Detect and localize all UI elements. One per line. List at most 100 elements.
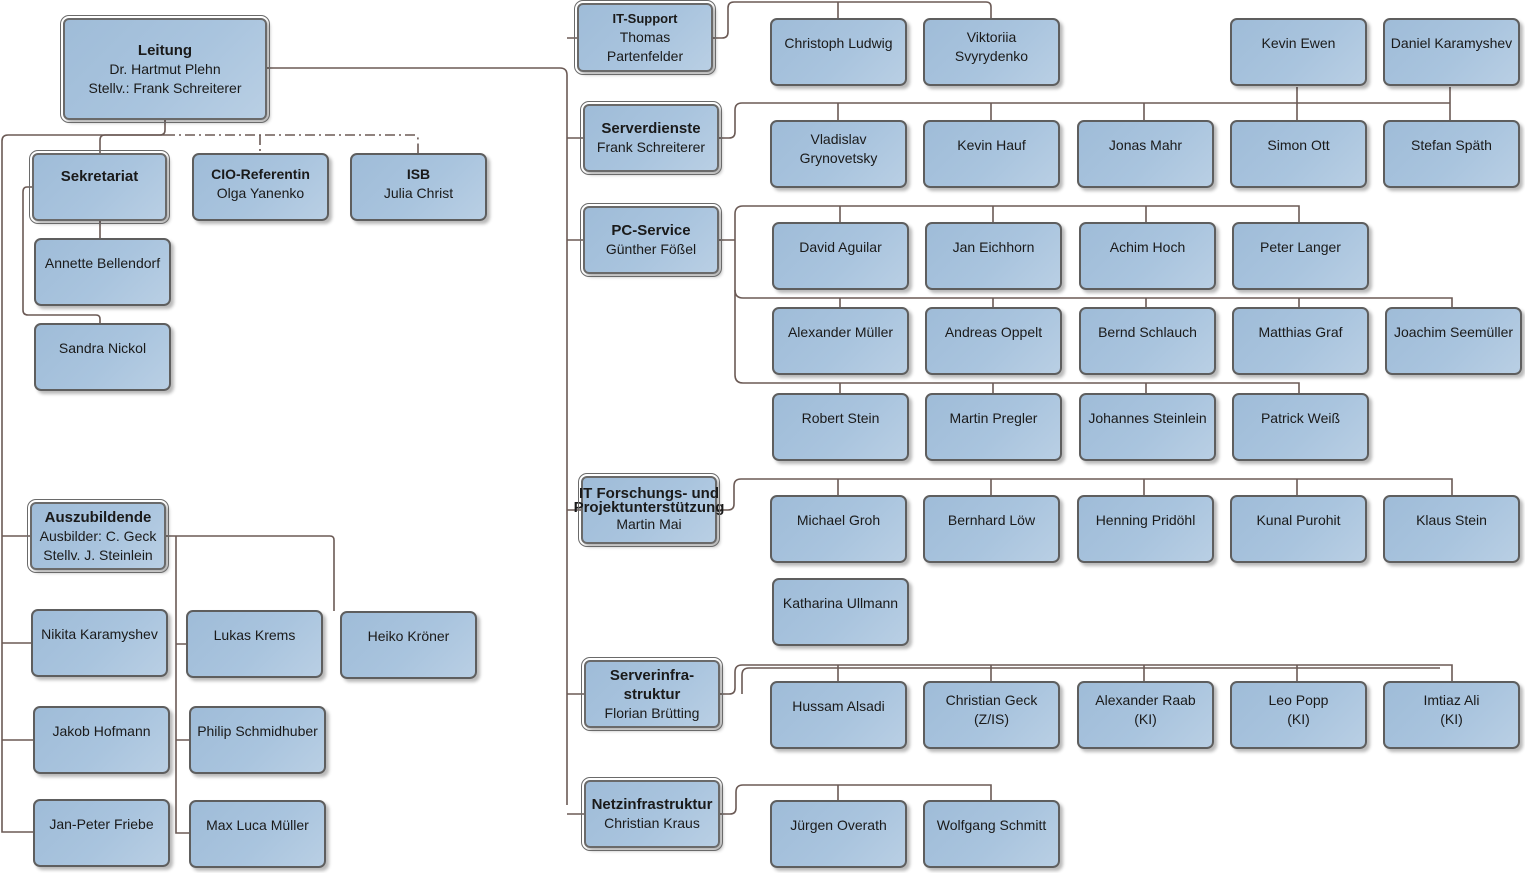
unit-person: Martin Mai xyxy=(616,515,682,532)
staff-box[interactable]: Simon Ott xyxy=(1230,120,1367,188)
staff-name: Matthias Graf xyxy=(1258,324,1343,340)
staff-name: Philip Schmidhuber xyxy=(197,723,318,739)
staff-name: Jan Eichhorn xyxy=(952,239,1035,255)
staff-box[interactable]: Jan-Peter Friebe xyxy=(33,799,170,867)
staff-box[interactable]: Wolfgang Schmitt xyxy=(923,800,1060,868)
staff-name: Bernhard Löw xyxy=(947,512,1036,528)
staff-box[interactable]: Heiko Kröner xyxy=(340,611,477,679)
staff-name: Leo Popp(KI) xyxy=(1268,692,1329,727)
unit-title: Leitung xyxy=(137,41,193,59)
staff-box[interactable]: Annette Bellendorf xyxy=(34,238,171,306)
staff-name: Peter Langer xyxy=(1260,239,1341,255)
staff-name: Martin Pregler xyxy=(949,410,1038,426)
staff-name: Klaus Stein xyxy=(1416,512,1487,528)
staff-box[interactable]: Jürgen Overath xyxy=(770,800,907,868)
staff-box[interactable]: Patrick Weiß xyxy=(1232,393,1369,461)
staff-box[interactable]: Lukas Krems xyxy=(186,610,323,678)
staff-box[interactable]: Nikita Karamyshev xyxy=(31,609,168,677)
staff-name: Simon Ott xyxy=(1267,137,1330,153)
unit-person: Olga Yanenko xyxy=(216,185,305,201)
staff-name: Max Luca Müller xyxy=(206,817,309,833)
staff-box[interactable]: Joachim Seemüller xyxy=(1385,307,1522,375)
staff-box[interactable]: Daniel Karamyshev xyxy=(1383,18,1520,86)
staff-box[interactable]: Johannes Steinlein xyxy=(1079,393,1216,461)
staff-name: Sandra Nickol xyxy=(58,340,147,356)
staff-name: Nikita Karamyshev xyxy=(41,626,158,642)
staff-box[interactable]: Alexander Raab(KI) xyxy=(1077,681,1214,749)
unit-title: PC-Service xyxy=(611,222,691,239)
staff-name: Michael Groh xyxy=(796,512,881,528)
staff-name: Andreas Oppelt xyxy=(944,324,1043,340)
staff-box[interactable]: Bernhard Löw xyxy=(923,495,1060,563)
staff-name: Heiko Kröner xyxy=(367,628,450,644)
staff-box[interactable]: Martin Pregler xyxy=(925,393,1062,461)
staff-box[interactable]: Philip Schmidhuber xyxy=(189,706,326,774)
staff-box[interactable]: Michael Groh xyxy=(770,495,907,563)
staff-name: Stefan Späth xyxy=(1411,137,1492,153)
staff-box[interactable]: Leo Popp(KI) xyxy=(1230,681,1367,749)
staff-box[interactable]: Imtiaz Ali(KI) xyxy=(1383,681,1520,749)
staff-name: Jan-Peter Friebe xyxy=(49,816,154,832)
staff-box[interactable]: Kevin Hauf xyxy=(923,120,1060,188)
staff-box[interactable]: Achim Hoch xyxy=(1079,222,1216,290)
staff-name: Katharina Ullmann xyxy=(782,595,899,611)
staff-box[interactable]: Hussam Alsadi xyxy=(770,681,907,749)
staff-box[interactable]: Andreas Oppelt xyxy=(925,307,1062,375)
staff-box[interactable]: Jonas Mahr xyxy=(1077,120,1214,188)
staff-box[interactable]: Kunal Purohit xyxy=(1230,495,1367,563)
staff-box[interactable]: Katharina Ullmann xyxy=(772,578,909,646)
staff-name: Bernd Schlauch xyxy=(1098,324,1197,340)
staff-box[interactable]: Kevin Ewen xyxy=(1230,18,1367,86)
staff-name: Kevin Ewen xyxy=(1261,35,1336,51)
unit-title: CIO-Referentin xyxy=(211,166,310,182)
unit-title: Serverinfra-struktur xyxy=(609,666,695,703)
unit-sekretariat[interactable]: Sekretariat xyxy=(29,150,170,224)
staff-name: Jakob Hofmann xyxy=(52,723,151,739)
unit-title: Netzinfrastruktur xyxy=(591,796,713,813)
staff-box[interactable]: Alexander Müller xyxy=(772,307,909,375)
staff-name: Kunal Purohit xyxy=(1256,512,1341,528)
unit-person: Ausbilder: C. Geck xyxy=(39,527,157,544)
staff-box[interactable]: Max Luca Müller xyxy=(189,800,326,868)
staff-box[interactable]: Henning Pridöhl xyxy=(1077,495,1214,563)
staff-box[interactable]: Jan Eichhorn xyxy=(925,222,1062,290)
unit-title: IT-Support xyxy=(612,11,678,26)
unit-person: Stellv.: Frank Schreiterer xyxy=(88,79,242,96)
staff-box[interactable]: Robert Stein xyxy=(772,393,909,461)
staff-box[interactable]: Klaus Stein xyxy=(1383,495,1520,563)
staff-name: Jürgen Overath xyxy=(790,817,887,833)
staff-box[interactable]: Sandra Nickol xyxy=(34,323,171,391)
staff-name: Annette Bellendorf xyxy=(44,255,161,271)
unit-title: Sekretariat xyxy=(60,168,139,185)
staff-name: Alexander Raab(KI) xyxy=(1095,692,1196,727)
staff-box[interactable]: Christoph Ludwig xyxy=(770,18,907,86)
staff-box[interactable]: David Aguilar xyxy=(772,222,909,290)
staff-box[interactable]: Jakob Hofmann xyxy=(33,706,170,774)
staff-box[interactable]: Stefan Späth xyxy=(1383,120,1520,188)
staff-box[interactable]: Peter Langer xyxy=(1232,222,1369,290)
unit-person: Stellv. J. Steinlein xyxy=(43,546,153,563)
unit-person: Frank Schreiterer xyxy=(596,139,706,155)
unit-person: Thomas xyxy=(619,29,671,45)
staff-name: Daniel Karamyshev xyxy=(1390,35,1513,51)
staff-box[interactable]: Bernd Schlauch xyxy=(1079,307,1216,375)
staff-box[interactable]: Christian Geck(Z/IS) xyxy=(923,681,1060,749)
unit-title: Auszubildende xyxy=(44,508,152,526)
staff-box[interactable]: Matthias Graf xyxy=(1232,307,1369,375)
staff-name: Robert Stein xyxy=(801,410,880,426)
